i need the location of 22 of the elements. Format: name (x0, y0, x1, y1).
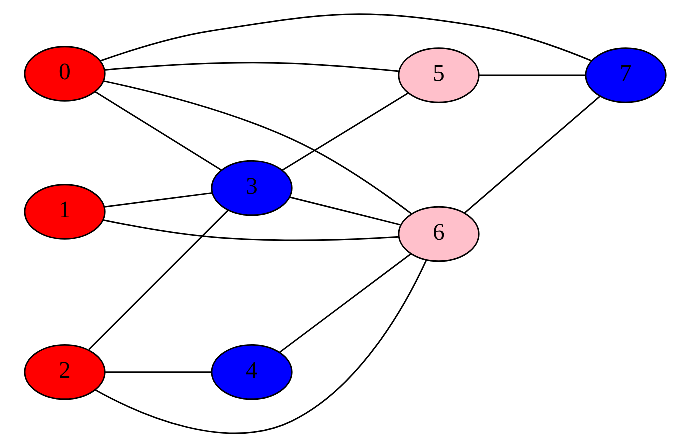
connector (94, 260, 427, 434)
node-ellipse: 0 (24, 46, 106, 102)
connector (104, 62, 399, 72)
node-ellipse: 5 (398, 48, 480, 104)
connector (282, 92, 408, 172)
connector (105, 372, 212, 374)
node-ellipse: 2 (24, 344, 106, 400)
node-ellipse: 4 (210, 344, 292, 400)
node-ellipse: 1 (24, 184, 106, 240)
connector (289, 196, 400, 226)
connector (94, 91, 222, 171)
connector (102, 219, 399, 242)
connector (100, 14, 592, 62)
connector (88, 210, 228, 350)
node-ellipse: 7 (584, 48, 666, 104)
connector (278, 253, 412, 354)
node-ellipse: 3 (210, 160, 292, 216)
connector (464, 96, 600, 214)
connector (104, 192, 212, 208)
connector (479, 74, 586, 76)
node-ellipse: 6 (398, 206, 480, 262)
connector (103, 80, 412, 214)
